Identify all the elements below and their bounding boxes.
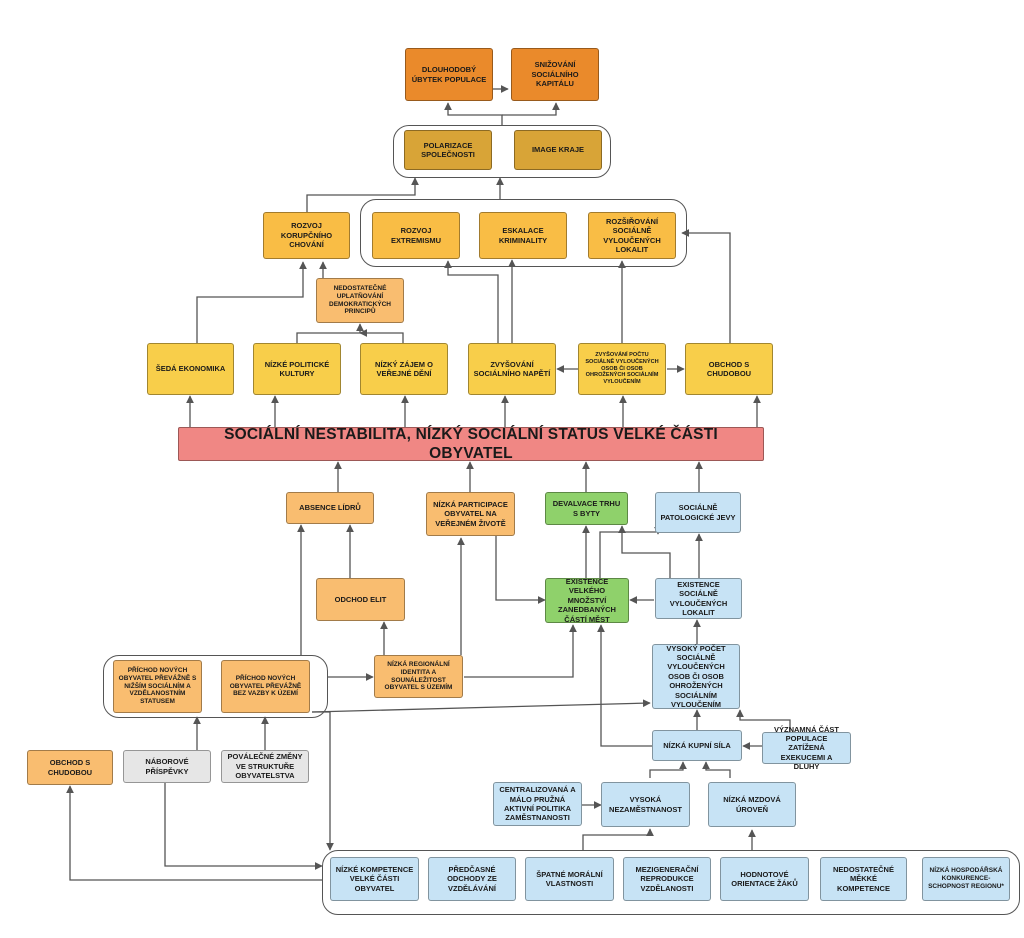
- node-snizovani-kapitalu: SNIŽOVÁNÍ SOCIÁLNÍHO KAPITÁLU: [511, 48, 599, 101]
- node-existence-zanedbanych: EXISTENCE VELKÉHO MNOŽSTVÍ ZANEDBANÝCH Č…: [545, 577, 629, 624]
- node-odchod-elit: ODCHOD ELIT: [316, 578, 405, 621]
- node-zvysovani-napeti: ZVYŠOVÁNÍ SOCIÁLNÍHO NAPĚTÍ: [468, 343, 556, 395]
- node-povalecne: POVÁLEČNÉ ZMĚNY VE STRUKTUŘE OBYVATELSTV…: [221, 750, 309, 783]
- connector: [444, 260, 499, 343]
- connector: [597, 624, 652, 747]
- node-absence-lidru: ABSENCE LÍDRŮ: [286, 492, 374, 524]
- node-existence-lokalit: EXISTENCE SOCIÁLNĚ VYLOUČENÝCH LOKALIT: [655, 578, 742, 619]
- node-nizke-kompetence: NÍZKÉ KOMPETENCE VELKÉ ČÁSTI OBYVATEL: [330, 857, 419, 901]
- node-centralizovana: CENTRALIZOVANÁ A MÁLO PRUŽNÁ AKTIVNÍ POL…: [493, 782, 582, 826]
- node-naborove: NÁBOROVÉ PŘÍSPĚVKY: [123, 750, 211, 783]
- node-spatne-moralni: ŠPATNÉ MORÁLNÍ VLASTNOSTI: [525, 857, 614, 901]
- node-predcasne: PŘEDČASNÉ ODCHODY ZE VZDĚLÁVÁNÍ: [428, 857, 516, 901]
- group-outline-upper: [360, 199, 687, 267]
- connector: [649, 761, 687, 778]
- node-nizka-identita: NÍZKÁ REGIONÁLNÍ IDENTITA A SOUNÁLEŽITOS…: [374, 655, 463, 698]
- node-nizky-zajem: NÍZKÝ ZÁJEM O VEŘEJNÉ DĚNÍ: [360, 343, 448, 395]
- node-nizka-participace: NÍZKÁ PARTICIPACE OBYVATEL NA VEŘEJNÉM Ž…: [426, 492, 515, 536]
- connector: [359, 329, 404, 343]
- node-image-kraje: IMAGE KRAJE: [514, 130, 602, 170]
- node-patologicke-jevy: SOCIÁLNĚ PATOLOGICKÉ JEVY: [655, 492, 741, 533]
- connector: [306, 177, 419, 212]
- node-nizka-mzdova: NÍZKÁ MZDOVÁ ÚROVEŇ: [708, 782, 796, 827]
- connector: [618, 525, 671, 578]
- node-nizka-hospodarska: NÍZKÁ HOSPODÁŘSKÁ KONKURENCE- SCHOPNOST …: [922, 857, 1010, 901]
- node-nizke-politicke: NÍZKÉ POLITICKÉ KULTURY: [253, 343, 341, 395]
- connector: [599, 526, 662, 578]
- connector: [502, 102, 560, 116]
- node-rozsirovani-lokalit: ROZŠIŘOVÁNÍ SOCIÁLNĚ VYLOUČENÝCH LOKALIT: [588, 212, 676, 259]
- node-dlouhodoby-ubytek: DLOUHODOBÝ ÚBYTEK POPULACE: [405, 48, 493, 101]
- node-vysoky-pocet: VYSOKÝ POČET SOCIÁLNĚ VYLOUČENÝCH OSOB Č…: [652, 644, 740, 709]
- node-nizka-kupni-sila: NÍZKÁ KUPNÍ SÍLA: [652, 730, 742, 761]
- node-vyznamna-cast: VÝZNAMNÁ ČÁST POPULACE ZATÍŽENÁ EXEKUCEM…: [762, 725, 851, 771]
- node-devalvace: DEVALVACE TRHU S BYTY: [545, 492, 628, 525]
- connector: [495, 536, 546, 604]
- connector: [196, 261, 307, 343]
- group-outline-bottom: [322, 850, 1020, 915]
- connector: [702, 761, 731, 778]
- node-vysoka-nezamestnanost: VYSOKÁ NEZAMĚSTNANOST: [601, 782, 690, 827]
- node-main-problem: SOCIÁLNÍ NESTABILITA, NÍZKÝ SOCIÁLNÍ STA…: [178, 426, 764, 462]
- connector: [681, 229, 731, 343]
- node-prichod-nizsi: PŘÍCHOD NOVÝCH OBYVATEL PŘEVÁŽNĚ S NIŽŠÍ…: [113, 660, 202, 713]
- node-zvysovani-poctu: ZVYŠOVÁNÍ POČTU SOCIÁLNĚ VYLOUČENÝCH OSO…: [578, 343, 666, 395]
- node-eskalace-kriminality: ESKALACE KRIMINALITY: [479, 212, 567, 259]
- connector: [296, 323, 364, 343]
- connector: [582, 828, 654, 850]
- node-mezigeneracni: MEZIGENERAČNÍ REPRODUKCE VZDĚLANOSTI: [623, 857, 711, 901]
- connector: [164, 750, 323, 870]
- connector: [66, 785, 322, 881]
- node-rozvoj-korupcniho: ROZVOJ KORUPČNÍHO CHOVÁNÍ: [263, 212, 350, 259]
- node-hodnotove: HODNOTOVÉ ORIENTACE ŽÁKŮ: [720, 857, 809, 901]
- connector: [444, 102, 503, 125]
- node-rozvoj-extremismu: ROZVOJ EXTREMISMU: [372, 212, 460, 259]
- connector: [311, 699, 651, 713]
- connector: [312, 711, 334, 851]
- node-seda-ekonomika: ŠEDÁ EKONOMIKA: [147, 343, 234, 395]
- node-obchod-chudobou-top: OBCHOD S CHUDOBOU: [685, 343, 773, 395]
- node-obchod-chudobou-bottom: OBCHOD S CHUDOBOU: [27, 750, 113, 785]
- group-outline-newcomers: [103, 655, 328, 718]
- node-prichod-bez-vazby: PŘÍCHOD NOVÝCH OBYVATEL PŘEVÁŽNĚ BEZ VAZ…: [221, 660, 310, 713]
- connector: [736, 709, 791, 732]
- node-polarizace: POLARIZACE SPOLEČNOSTI: [404, 130, 492, 170]
- group-outline-top: [393, 125, 611, 178]
- connector: [464, 624, 577, 678]
- node-nedostatecne-uplatnovani: NEDOSTATEČNÉ UPLATŇOVÁNÍ DEMOKRATICKÝCH …: [316, 278, 404, 323]
- node-nedostatecne-mekke: NEDOSTATEČNÉ MĚKKÉ KOMPETENCE: [820, 857, 907, 901]
